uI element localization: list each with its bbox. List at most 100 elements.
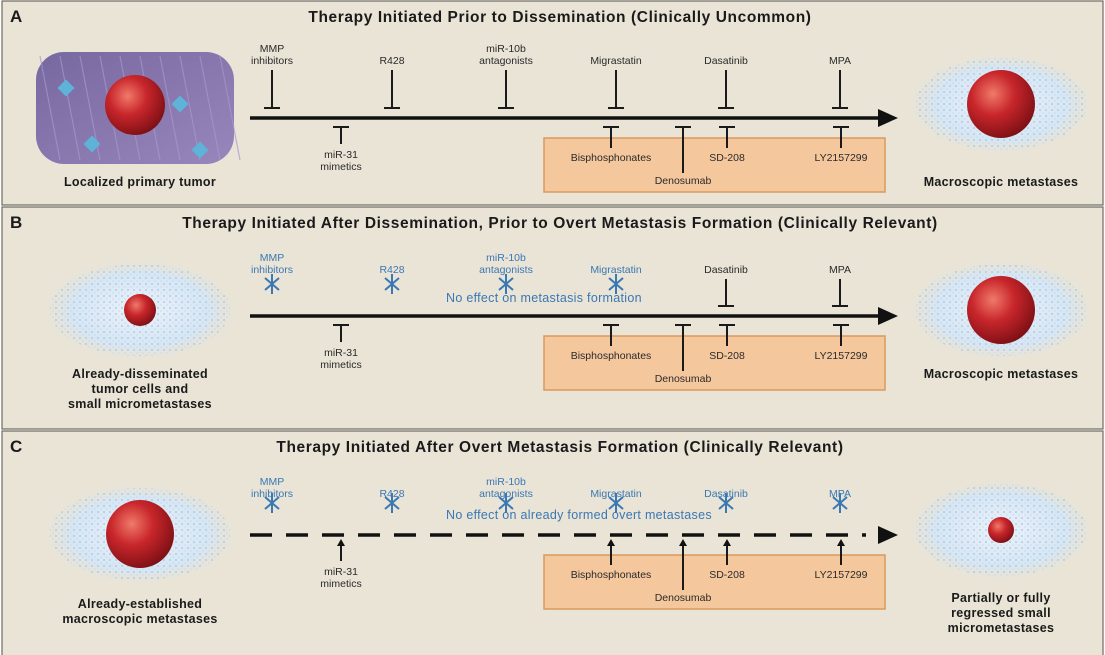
- bone-targeting-box: [543, 335, 886, 391]
- drug-label: Bisphosphonates: [571, 152, 652, 164]
- drug-marker-top: R428: [379, 55, 405, 109]
- drug-label: mimetics: [320, 359, 361, 371]
- tumor-mass: [124, 294, 156, 326]
- drug-label: SD-208: [709, 350, 745, 362]
- tissue-fiber: [219, 55, 241, 161]
- bone-targeting-box: [543, 137, 886, 193]
- drug-label: MMP: [260, 476, 285, 488]
- arrow-head: [723, 539, 731, 546]
- tumor-mass: [967, 276, 1035, 344]
- drug-marker-box: Denosumab: [655, 126, 712, 187]
- vessel-cell: [83, 135, 101, 153]
- drug-label: antagonists: [479, 55, 533, 67]
- drug-marker-box: SD-208: [709, 324, 745, 362]
- no-effect-note: No effect on metastasis formation: [446, 291, 642, 305]
- drug-label: Denosumab: [655, 373, 712, 385]
- drug-label: miR-10b: [486, 476, 526, 488]
- drug-marker-box: Bisphosphonates: [571, 539, 652, 581]
- drug-label: antagonists: [479, 264, 533, 276]
- drug-label: inhibitors: [251, 264, 293, 276]
- drug-label: MPA: [829, 264, 851, 276]
- timeline-arrowhead: [878, 109, 898, 127]
- drug-marker-top: Dasatinib: [704, 264, 748, 307]
- drug-label: LY2157299: [815, 350, 868, 362]
- drug-label: LY2157299: [815, 152, 868, 164]
- drug-label: miR-31: [324, 149, 358, 161]
- panel-c: C Therapy Initiated After Overt Metastasi…: [1, 430, 1104, 655]
- drug-marker-box: LY2157299: [815, 126, 868, 164]
- right-caption-line: micrometastases: [948, 621, 1055, 635]
- left-illustration: Localized primary tumor: [36, 52, 241, 189]
- no-effect-star-icon: [498, 277, 514, 291]
- drug-label: mimetics: [320, 578, 361, 590]
- drug-label: mimetics: [320, 161, 361, 173]
- tissue-fiber: [179, 55, 201, 161]
- drug-label: SD-208: [709, 152, 745, 164]
- panel-title: Therapy Initiated Prior to Dissemination…: [308, 9, 811, 26]
- drug-label: R428: [379, 264, 404, 276]
- tissue-fiber: [59, 55, 81, 161]
- tumor-mass: [967, 70, 1035, 138]
- drug-label: Dasatinib: [704, 264, 748, 276]
- no-effect-star-icon: [264, 496, 280, 510]
- drug-label: Denosumab: [655, 175, 712, 187]
- arrow-head: [679, 539, 687, 546]
- drug-label: Bisphosphonates: [571, 350, 652, 362]
- no-effect-star-icon: [384, 277, 400, 291]
- no-effect-note: No effect on already formed overt metast…: [446, 508, 712, 522]
- no-effect-star-icon: [608, 496, 624, 510]
- drug-marker-box: Bisphosphonates: [571, 126, 652, 164]
- panel-letter: C: [10, 437, 22, 456]
- left-caption-line: Already-disseminated: [72, 367, 208, 381]
- tumor-mass: [106, 500, 174, 568]
- drug-marker-top: R428: [379, 264, 405, 294]
- left-caption-line: tumor cells and: [92, 382, 189, 396]
- tumor-mass: [988, 517, 1014, 543]
- drug-marker-top: R428: [379, 488, 405, 513]
- left-caption-line: Localized primary tumor: [64, 175, 216, 189]
- right-illustration: Macroscopic metastases: [907, 52, 1095, 189]
- drug-label: MMP: [260, 252, 285, 264]
- drug-marker-top: Migrastatin: [590, 488, 642, 513]
- drug-marker-box: LY2157299: [815, 539, 868, 581]
- drug-marker-top: Migrastatin: [590, 55, 642, 109]
- no-effect-star-icon: [832, 496, 848, 510]
- drug-label: Migrastatin: [590, 55, 642, 67]
- drug-label: inhibitors: [251, 55, 293, 67]
- drug-marker-box: Denosumab: [655, 539, 711, 604]
- tissue-fiber: [39, 55, 61, 161]
- panel-title: Therapy Initiated After Overt Metastasis…: [276, 439, 843, 456]
- drug-marker-box: SD-208: [709, 539, 745, 581]
- left-caption-line: macroscopic metastases: [62, 612, 217, 626]
- drug-label: Dasatinib: [704, 55, 748, 67]
- drug-label: SD-208: [709, 569, 745, 581]
- drug-marker-box: Bisphosphonates: [571, 324, 652, 362]
- drug-marker-box: Denosumab: [655, 324, 712, 385]
- drug-marker-top: Migrastatin: [590, 264, 642, 294]
- arrow-head: [337, 539, 345, 546]
- primary-tumor: [105, 75, 165, 135]
- timeline-arrowhead: [878, 526, 898, 544]
- drug-label: miR-10b: [486, 43, 526, 55]
- drug-label: miR-31: [324, 347, 358, 359]
- timeline-arrowhead: [878, 307, 898, 325]
- right-caption-line: Macroscopic metastases: [924, 175, 1079, 189]
- drug-label: Bisphosphonates: [571, 569, 652, 581]
- bone-targeting-box: [543, 554, 886, 610]
- no-effect-star-icon: [718, 496, 734, 510]
- right-caption-line: Partially or fully: [951, 591, 1050, 605]
- vessel-cell: [171, 95, 189, 113]
- drug-label: LY2157299: [815, 569, 868, 581]
- drug-marker-top: Dasatinib: [704, 55, 748, 109]
